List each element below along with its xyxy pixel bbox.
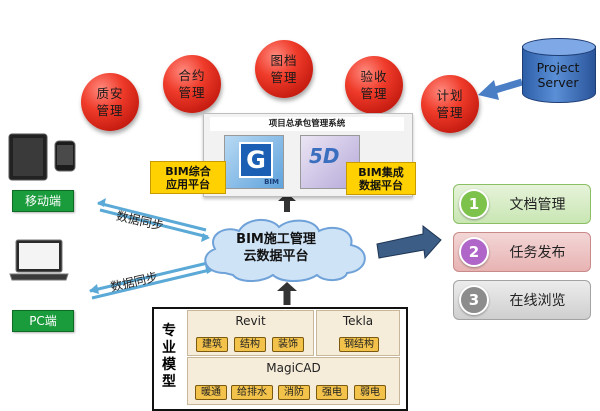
module-label: 管理 — [436, 105, 464, 120]
magicad-item: 暖通 — [195, 385, 227, 400]
feature-number: 2 — [459, 237, 489, 267]
module-label: 管理 — [360, 86, 388, 101]
feature-document-management: 1 文档管理 — [453, 184, 591, 224]
feature-online-browse: 3 在线浏览 — [453, 280, 591, 320]
professional-models-label: 专 业 模 型 — [155, 310, 183, 404]
revit-group: Revit 建筑 结构 装饰 — [187, 310, 314, 356]
bim-g-logo: G BIM — [224, 135, 284, 189]
module-label: 计划 — [436, 88, 464, 103]
logo-5d-glyph: 5D — [309, 144, 340, 168]
magicad-title: MagiCAD — [266, 361, 321, 375]
mobile-label: 移动端 — [12, 190, 74, 212]
laptop-icon — [9, 239, 69, 281]
server-arrow — [490, 78, 524, 95]
module-label: 管理 — [270, 70, 298, 85]
module-label: 质安 — [96, 86, 124, 101]
tekla-group: Tekla 钢结构 — [316, 310, 400, 356]
revit-item: 结构 — [234, 337, 266, 352]
magicad-item: 给排水 — [231, 385, 273, 400]
module-label: 管理 — [96, 103, 124, 118]
feature-number: 1 — [459, 189, 489, 219]
module-label: 验收 — [360, 69, 388, 84]
module-acceptance: 验收 管理 — [345, 56, 403, 114]
bim-integrated-data-platform: BIM集成 数据平台 — [346, 162, 416, 195]
magicad-item: 消防 — [278, 385, 310, 400]
right-arrow-features — [376, 224, 442, 260]
tekla-item: 钢结构 — [339, 337, 379, 352]
feature-number: 3 — [459, 285, 489, 315]
server-top — [522, 38, 596, 56]
bim-integrated-app-platform: BIM综合 应用平台 — [150, 161, 226, 194]
magicad-item: 弱电 — [354, 385, 386, 400]
feature-label: 在线浏览 — [509, 293, 566, 309]
logo-g-glyph: G — [239, 142, 273, 178]
phone-icon — [54, 140, 76, 172]
feature-label: 任务发布 — [509, 245, 566, 261]
module-contract: 合约 管理 — [163, 55, 221, 113]
server-label: Project Server — [536, 60, 580, 90]
magicad-item: 强电 — [316, 385, 348, 400]
revit-item: 装饰 — [272, 337, 304, 352]
cloud-platform — [204, 219, 366, 282]
revit-title: Revit — [235, 314, 266, 328]
module-label: 管理 — [178, 85, 206, 100]
module-quality-safety: 质安 管理 — [81, 73, 139, 131]
feature-task-publish: 2 任务发布 — [453, 232, 591, 272]
module-planning: 计划 管理 — [421, 75, 479, 133]
tablet-icon — [8, 133, 48, 181]
magicad-group: MagiCAD 暖通 给排水 消防 强电 弱电 — [187, 357, 400, 405]
revit-item: 建筑 — [196, 337, 228, 352]
pc-label: PC端 — [12, 310, 74, 332]
cloud-label: BIM施工管理 云数据平台 — [236, 232, 316, 264]
tekla-title: Tekla — [342, 314, 374, 328]
feature-label: 文档管理 — [509, 197, 566, 213]
module-label: 图档 — [270, 53, 298, 68]
project-server: Project Server — [522, 38, 596, 108]
module-drawings: 图档 管理 — [255, 40, 313, 98]
module-label: 合约 — [178, 68, 206, 83]
system-title: 项目总承包管理系统 — [210, 117, 404, 131]
logo-g-caption: BIM — [264, 178, 279, 186]
